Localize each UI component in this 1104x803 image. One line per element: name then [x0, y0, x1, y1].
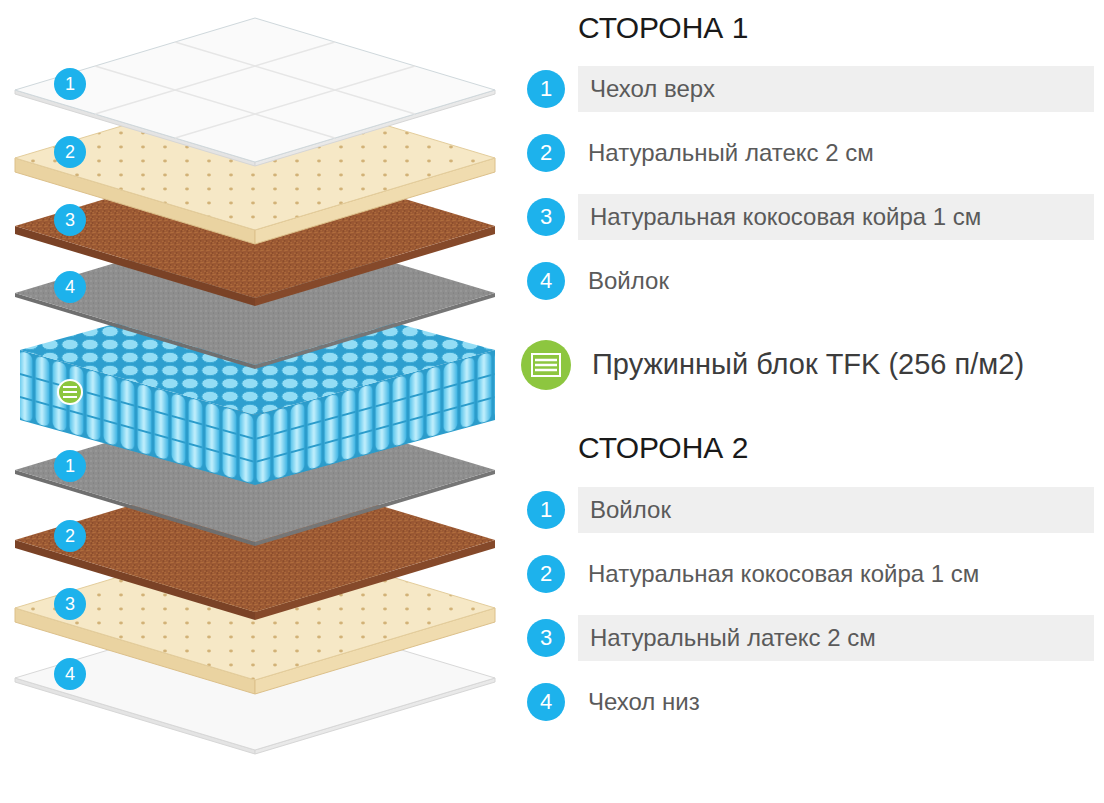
callout-text: 4: [540, 270, 552, 292]
layer-row: Натуральная кокосовая койра 1 см: [578, 194, 1094, 240]
callout-number: 2: [54, 520, 86, 552]
callout-text: 4: [540, 691, 552, 713]
layer-name: Чехол верх: [590, 75, 1082, 103]
quilt-lines: [95, 42, 415, 138]
layer-row: Чехол верх: [578, 66, 1094, 112]
callout-text: 3: [65, 595, 75, 613]
layer-name: Натуральная кокосовая койра 1 см: [590, 203, 1082, 231]
side-heading: СТОРОНА 1: [578, 11, 748, 46]
layer-top: [15, 18, 495, 162]
callout-text: 2: [65, 527, 75, 545]
callout-number: 3: [54, 204, 86, 236]
callout-number: 2: [527, 134, 565, 172]
spring-badge-lines: [63, 387, 77, 397]
callout-text: 2: [540, 563, 552, 585]
spring-block-name: Пружинный блок TFK (256 п/м2): [592, 348, 1024, 381]
callout-text: 1: [540, 499, 552, 521]
layer-row: Натуральный латекс 2 см: [578, 615, 1094, 661]
callout-number: 4: [54, 271, 86, 303]
callout-text: 3: [65, 211, 75, 229]
callout-number: 3: [527, 619, 565, 657]
callout-number: 4: [54, 658, 86, 690]
callout-number: 1: [527, 70, 565, 108]
callout-number: 1: [54, 450, 86, 482]
icon-lines: [535, 360, 557, 370]
callout-number: 2: [527, 555, 565, 593]
layer-name: Войлок: [590, 496, 1082, 524]
callout-number: 2: [54, 136, 86, 168]
layer-name: Натуральный латекс 2 см: [590, 624, 1082, 652]
spring-icon: [521, 340, 571, 390]
callout-text: 2: [65, 143, 75, 161]
spring-badge: [58, 380, 82, 404]
callout-text: 4: [65, 278, 75, 296]
callout-number: 4: [527, 262, 565, 300]
layer-name: Чехол низ: [588, 688, 700, 716]
cover-top-layer: [15, 18, 495, 166]
layer-row: Войлок: [578, 487, 1094, 533]
callout-text: 1: [65, 75, 75, 93]
callout-number: 1: [54, 68, 86, 100]
layer-name: Натуральная кокосовая койра 1 см: [588, 560, 979, 588]
layer-name: Натуральный латекс 2 см: [588, 139, 874, 167]
callout-text: 3: [540, 627, 552, 649]
callout-text: 1: [65, 457, 75, 475]
callout-text: 1: [540, 78, 552, 100]
icon-frame: [532, 354, 560, 376]
callout-number: 3: [54, 588, 86, 620]
callout-number: 3: [527, 198, 565, 236]
callout-text: 4: [65, 665, 75, 683]
callout-text: 3: [540, 206, 552, 228]
callout-text: 2: [540, 142, 552, 164]
callout-number: 1: [527, 491, 565, 529]
callout-number: 4: [527, 683, 565, 721]
side-heading: СТОРОНА 2: [578, 431, 748, 466]
icon-circle: [521, 340, 571, 390]
layer-name: Войлок: [588, 267, 669, 295]
